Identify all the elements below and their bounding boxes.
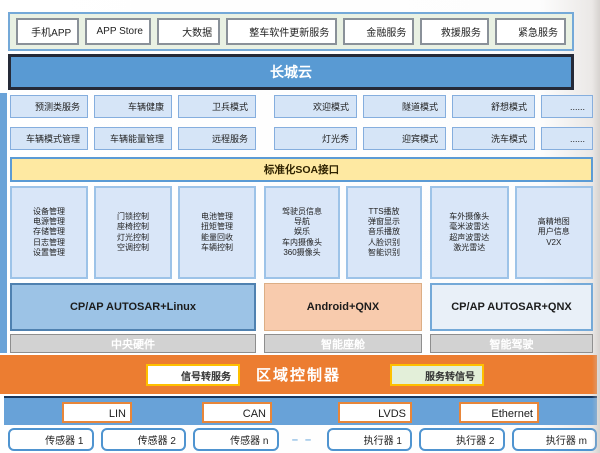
service-box-light-show: 灯光秀 xyxy=(274,127,357,150)
service-box-vehicle-mode-mgmt: 车辆模式管理 xyxy=(10,127,88,150)
os-box-driving: CP/AP AUTOSAR+QNX xyxy=(430,283,593,331)
cloud-apps-bar: 手机APP APP Store 大数据 整车软件更新服务 金融服务 救援服务 紧… xyxy=(8,12,574,51)
zone-controller-band: 区域控制器 信号转服务 服务转信号 xyxy=(0,355,597,394)
signal-to-service-box: 信号转服务 xyxy=(146,364,240,386)
service-column-device-mgmt: 设备管理 电源管理 存储管理 日志管理 设置管理 xyxy=(10,186,88,279)
service-box-more-2: ...... xyxy=(541,127,593,150)
container-left-border xyxy=(0,93,7,353)
app-box-finance: 金融服务 xyxy=(343,18,415,45)
app-box-app-store: APP Store xyxy=(85,18,151,45)
hardware-label-row: 中央硬件 智能座舱 智能驾驶 xyxy=(10,334,593,353)
service-box-remote-service: 远程服务 xyxy=(178,127,256,150)
app-box-rescue: 救援服务 xyxy=(420,18,489,45)
services-left-row2: 车辆模式管理 车辆能量管理 远程服务 xyxy=(10,127,256,151)
os-box-cockpit: Android+QNX xyxy=(264,283,422,331)
service-column-powertrain: 电池管理 扭矩管理 能量回收 车辆控制 xyxy=(178,186,256,279)
services-right-row1: 欢迎模式 隧道模式 舒想模式 ...... xyxy=(274,95,593,119)
hardware-bar-cockpit: 智能座舱 xyxy=(264,334,422,353)
bus-box-lvds: LVDS xyxy=(338,402,412,423)
soa-interface-band: 标准化SOA接口 xyxy=(10,157,593,182)
central-services-panel: 设备管理 电源管理 存储管理 日志管理 设置管理 门锁控制 座椅控制 灯光控制 … xyxy=(10,186,256,279)
service-column-tts-recognition: TTS播放 弹窗显示 音乐播放 人脸识别 智能识别 xyxy=(346,186,422,279)
service-to-signal-box: 服务转信号 xyxy=(390,364,484,386)
service-box-car-wash-mode: 洗车模式 xyxy=(452,127,535,150)
actuator-box-1: 执行器 1 xyxy=(326,428,412,451)
service-box-comfort-mode: 舒想模式 xyxy=(452,95,535,118)
service-column-sensors-radar: 车外摄像头 毫米波雷达 超声波雷达 激光雷达 xyxy=(430,186,509,279)
service-box-tunnel-mode: 隧道模式 xyxy=(363,95,446,118)
service-box-prediction: 预测类服务 xyxy=(10,95,88,118)
service-box-sentry-mode: 卫兵模式 xyxy=(178,95,256,118)
app-box-emergency: 紧急服务 xyxy=(494,18,566,45)
soa-interface-label: 标准化SOA接口 xyxy=(263,164,340,176)
cloud-services-grid: 预测类服务 车辆健康 卫兵模式 欢迎模式 隧道模式 舒想模式 ...... 车辆… xyxy=(10,95,593,151)
service-box-more-1: ...... xyxy=(541,95,593,118)
service-box-energy-mgmt: 车辆能量管理 xyxy=(94,127,172,150)
app-box-mobile-app: 手机APP xyxy=(16,18,80,45)
bus-box-lin: LIN xyxy=(62,402,132,423)
actuator-box-2: 执行器 2 xyxy=(419,428,505,451)
os-box-central: CP/AP AUTOSAR+Linux xyxy=(10,283,256,331)
services-left-row1: 预测类服务 车辆健康 卫兵模式 xyxy=(10,95,256,119)
services-right-row2: 灯光秀 迎宾模式 洗车模式 ...... xyxy=(274,127,593,151)
sensor-box-2: 传感器 2 xyxy=(100,428,186,451)
service-box-welcome-mode: 欢迎模式 xyxy=(274,95,357,118)
service-column-hd-map-v2x: 高精地图 用户信息 V2X xyxy=(514,186,593,279)
os-layer-row: CP/AP AUTOSAR+Linux Android+QNX CP/AP AU… xyxy=(10,283,593,331)
sensors-actuators-row: 传感器 1 传感器 2 传感器 n – – 执行器 1 执行器 2 执行器 m xyxy=(8,428,597,451)
hardware-bar-central: 中央硬件 xyxy=(10,334,256,353)
actuator-box-m: 执行器 m xyxy=(511,428,597,451)
cloud-platform-banner: 长城云 xyxy=(8,54,574,90)
zone-controller-title: 区域控制器 xyxy=(255,367,341,384)
sensor-box-1: 传感器 1 xyxy=(8,428,94,451)
service-column-driver-info: 驾驶员信息 导航 娱乐 车内摄像头 360摄像头 xyxy=(264,186,340,279)
app-box-ota-update: 整车软件更新服务 xyxy=(226,18,338,45)
driving-services-panel: 车外摄像头 毫米波雷达 超声波雷达 激光雷达 高精地图 用户信息 V2X xyxy=(430,186,593,279)
cloud-platform-title: 长城云 xyxy=(270,64,312,80)
atomic-services-section: 设备管理 电源管理 存储管理 日志管理 设置管理 门锁控制 座椅控制 灯光控制 … xyxy=(10,186,593,279)
app-box-big-data: 大数据 xyxy=(157,18,221,45)
hardware-bar-driving: 智能驾驶 xyxy=(430,334,593,353)
ellipsis-separator: – – xyxy=(291,433,314,446)
service-column-body-control: 门锁控制 座椅控制 灯光控制 空调控制 xyxy=(94,186,172,279)
bus-box-can: CAN xyxy=(202,402,272,423)
service-box-greeting-mode: 迎宾模式 xyxy=(363,127,446,150)
service-box-vehicle-health: 车辆健康 xyxy=(94,95,172,118)
bus-protocols-band: LIN CAN LVDS Ethernet xyxy=(4,396,597,425)
cockpit-services-panel: 驾驶员信息 导航 娱乐 车内摄像头 360摄像头 TTS播放 弹窗显示 音乐播放… xyxy=(264,186,422,279)
sensor-box-n: 传感器 n xyxy=(193,428,279,451)
bus-box-ethernet: Ethernet xyxy=(459,402,539,423)
